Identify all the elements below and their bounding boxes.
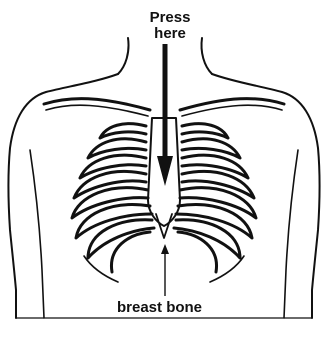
press-label-line1: Press — [140, 10, 200, 26]
breast-bone-label: breast bone — [117, 300, 202, 316]
press-here-label: Press here — [140, 10, 200, 42]
press-label-line2: here — [140, 26, 200, 42]
